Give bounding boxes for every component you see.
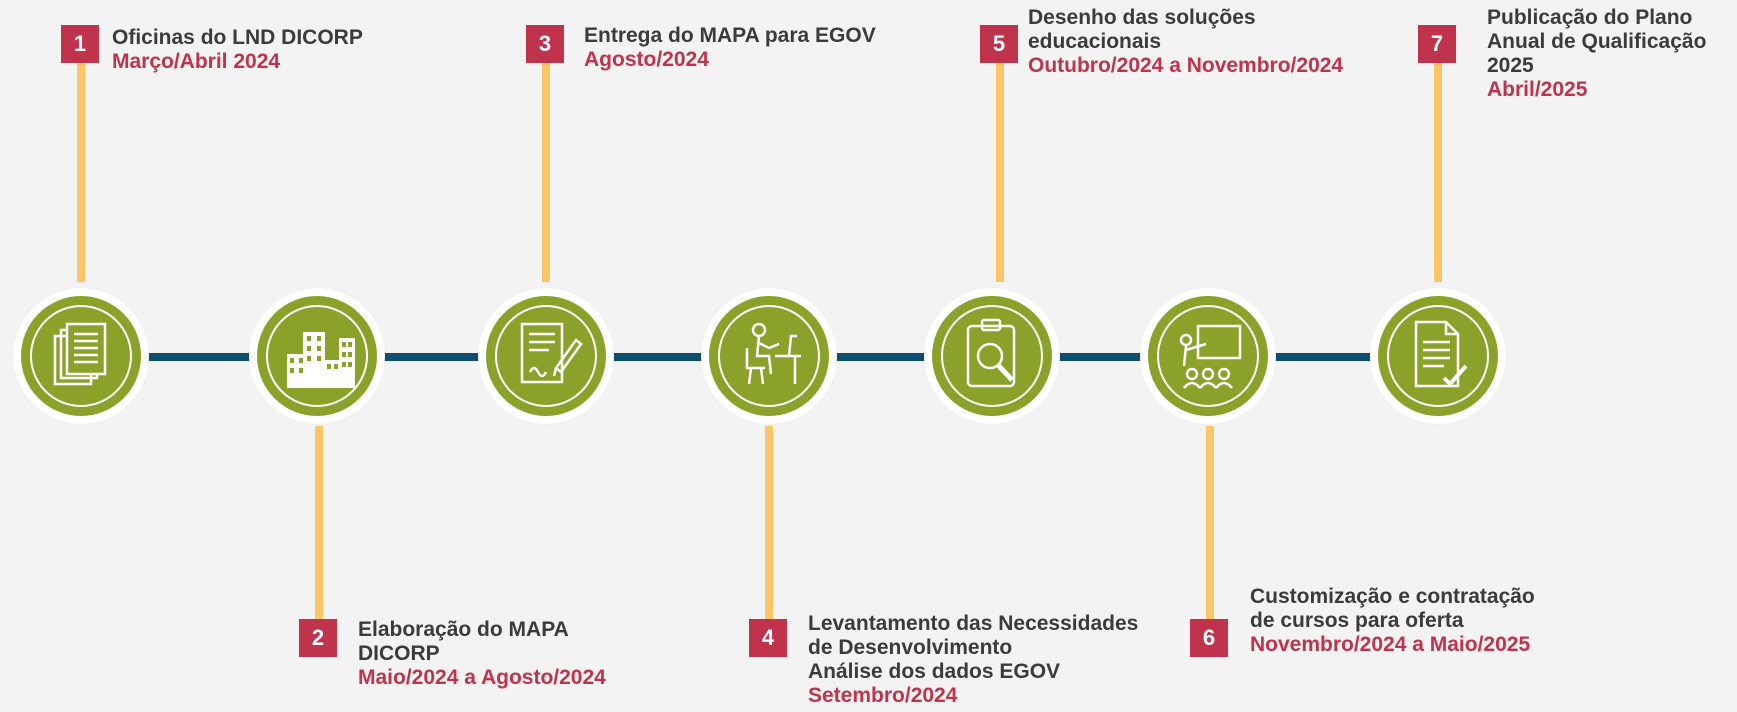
step-1-label: Oficinas do LND DICORP Março/Abril 2024 bbox=[112, 26, 363, 74]
step-3-circle bbox=[478, 288, 614, 424]
buildings-icon bbox=[266, 305, 368, 407]
timeline-connector bbox=[1272, 353, 1382, 361]
step-3-badge: 3 bbox=[526, 25, 564, 63]
timeline-connector bbox=[826, 353, 936, 361]
documents-icon bbox=[30, 305, 132, 407]
step-7-title: Publicação do Plano Anual de Qualificaçã… bbox=[1487, 6, 1707, 77]
step-6-circle bbox=[1140, 288, 1276, 424]
step-6-badge: 6 bbox=[1190, 619, 1228, 657]
step-stem bbox=[315, 426, 323, 622]
step-stem bbox=[996, 56, 1004, 282]
step-2-date: Maio/2024 a Agosto/2024 bbox=[358, 666, 606, 689]
step-3-title: Entrega do MAPA para EGOV bbox=[584, 24, 876, 47]
step-4-circle bbox=[701, 288, 837, 424]
step-7-circle bbox=[1370, 288, 1506, 424]
step-2-label: Elaboração do MAPA DICORP Maio/2024 a Ag… bbox=[358, 618, 606, 690]
step-4-label: Levantamento das Necessidades de Desenvo… bbox=[808, 612, 1138, 708]
document-check-icon bbox=[1387, 305, 1489, 407]
contract-icon bbox=[495, 305, 597, 407]
timeline-connector bbox=[600, 353, 710, 361]
step-5-badge: 5 bbox=[980, 25, 1018, 63]
step-1-date: Março/Abril 2024 bbox=[112, 50, 281, 73]
teacher-class-icon bbox=[1157, 305, 1259, 407]
step-4-date: Setembro/2024 bbox=[808, 684, 958, 707]
step-stem bbox=[77, 56, 85, 282]
step-3-label: Entrega do MAPA para EGOV Agosto/2024 bbox=[584, 24, 876, 72]
step-4-badge: 4 bbox=[749, 619, 787, 657]
step-2-badge: 2 bbox=[299, 619, 337, 657]
step-2-title: Elaboração do MAPA DICORP bbox=[358, 618, 569, 665]
step-1-badge: 1 bbox=[61, 25, 99, 63]
step-2-circle bbox=[249, 288, 385, 424]
step-7-badge: 7 bbox=[1418, 25, 1456, 63]
step-6-date: Novembro/2024 a Maio/2025 bbox=[1250, 633, 1531, 656]
step-stem bbox=[542, 56, 550, 282]
step-1-circle bbox=[13, 288, 149, 424]
step-5-title: Desenho das soluções educacionais bbox=[1028, 6, 1256, 53]
step-5-label: Desenho das soluções educacionais Outubr… bbox=[1028, 6, 1343, 78]
person-desk-icon bbox=[718, 305, 820, 407]
timeline-connector bbox=[376, 353, 486, 361]
step-3-date: Agosto/2024 bbox=[584, 48, 709, 71]
step-stem bbox=[1206, 426, 1214, 622]
step-stem bbox=[765, 426, 773, 622]
step-6-label: Customização e contratação de cursos par… bbox=[1250, 585, 1535, 657]
step-5-circle bbox=[924, 288, 1060, 424]
step-1-title: Oficinas do LND DICORP bbox=[112, 26, 363, 49]
step-stem bbox=[1434, 56, 1442, 282]
timeline-connector bbox=[1050, 353, 1160, 361]
step-5-date: Outubro/2024 a Novembro/2024 bbox=[1028, 54, 1344, 77]
step-7-label: Publicação do Plano Anual de Qualificaçã… bbox=[1487, 6, 1706, 102]
timeline-connector bbox=[140, 353, 260, 361]
step-7-date: Abril/2025 bbox=[1487, 78, 1588, 101]
step-4-title: Levantamento das Necessidades de Desenvo… bbox=[808, 612, 1139, 683]
clipboard-search-icon bbox=[941, 305, 1043, 407]
step-6-title: Customização e contratação de cursos par… bbox=[1250, 585, 1535, 632]
